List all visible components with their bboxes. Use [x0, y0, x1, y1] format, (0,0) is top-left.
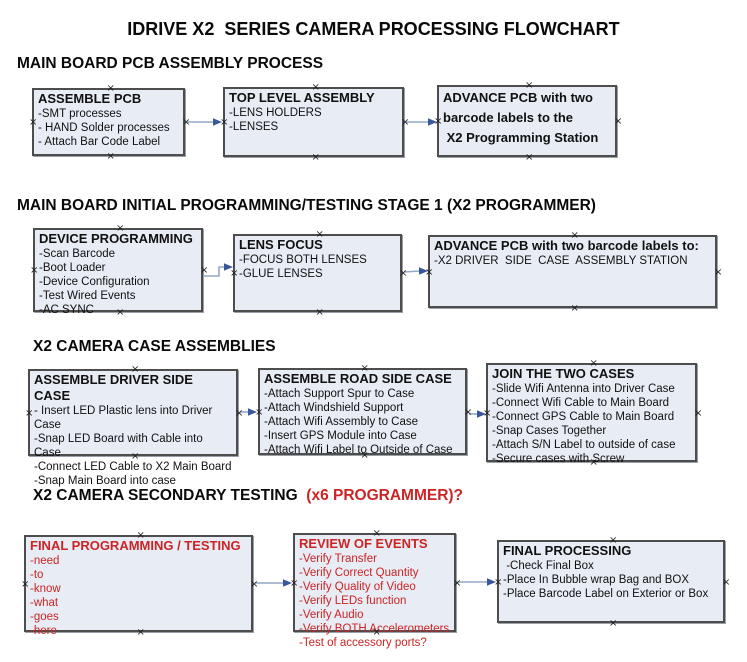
node-items: -SMT processes - HAND Solder processes -…	[38, 108, 170, 148]
selection-handle-icon[interactable]: ×	[614, 116, 623, 127]
connector-arrow-5[interactable]	[240, 408, 257, 416]
selection-handle-icon[interactable]: ×	[589, 457, 598, 468]
connector-arrow-3[interactable]	[204, 263, 233, 277]
node-items: -Verify Transfer -Verify Correct Quantit…	[299, 553, 450, 649]
selection-handle-icon[interactable]: ×	[399, 268, 408, 279]
selection-handle-icon[interactable]: ×	[311, 82, 320, 93]
selection-handle-icon[interactable]: ×	[230, 268, 239, 279]
node-items: -FOCUS BOTH LENSES -GLUE LENSES	[239, 254, 367, 280]
node-assemble-road-side-case[interactable]: ASSEMBLE ROAD SIDE CASE -Attach Support …	[255, 364, 472, 461]
section-header-red-note: (x6 PROGRAMMER)?	[306, 487, 464, 504]
selection-handle-icon[interactable]: ×	[116, 223, 125, 234]
selection-handle-icon[interactable]: ×	[570, 230, 579, 241]
selection-handle-icon[interactable]: ×	[722, 576, 731, 588]
selection-handle-icon[interactable]: ×	[570, 303, 579, 314]
selection-handle-icon[interactable]: ×	[106, 151, 115, 162]
selection-handle-icon[interactable]: ×	[311, 152, 320, 163]
node-assemble-pcb[interactable]: ASSEMBLE PCB -SMT processes - HAND Solde…	[29, 84, 190, 162]
selection-handle-icon[interactable]: ×	[372, 528, 381, 539]
node-join-the-two-cases[interactable]: JOIN THE TWO CASES -Slide Wifi Antenna i…	[483, 359, 702, 468]
node-title: ASSEMBLE PCB	[38, 91, 142, 106]
node-advance-pcb-driver-side-station[interactable]: ADVANCE PCB with two barcode labels to: …	[425, 231, 722, 314]
selection-handle-icon[interactable]: ×	[30, 265, 39, 276]
selection-handle-icon[interactable]: ×	[116, 307, 125, 318]
connector-arrow-2[interactable]	[406, 118, 437, 126]
selection-handle-icon[interactable]: ×	[525, 80, 534, 91]
selection-handle-icon[interactable]: ×	[220, 117, 229, 128]
node-final-processing[interactable]: FINAL PROCESSING -Check Final Box -Place…	[494, 536, 730, 629]
selection-handle-icon[interactable]: ×	[609, 618, 618, 629]
node-title: JOIN THE TWO CASES	[492, 366, 635, 381]
section-header-case-assemblies: X2 CAMERA CASE ASSEMBLIES	[33, 338, 276, 355]
selection-handle-icon[interactable]: ×	[360, 450, 369, 461]
selection-handle-icon[interactable]: ×	[315, 229, 324, 240]
section-header-secondary-testing: X2 CAMERA SECONDARY TESTING (x6 PROGRAMM…	[33, 487, 464, 504]
selection-handle-icon[interactable]: ×	[401, 117, 410, 128]
selection-handle-icon[interactable]: ×	[182, 117, 191, 128]
selection-handle-icon[interactable]: ×	[525, 152, 534, 163]
node-items: -Slide Wifi Antenna into Driver Case -Co…	[492, 383, 676, 465]
selection-handle-icon[interactable]: ×	[434, 116, 443, 127]
node-title: FINAL PROGRAMMING / TESTING	[30, 538, 241, 553]
selection-handle-icon[interactable]: ×	[250, 578, 259, 590]
connector-arrow-1[interactable]	[187, 118, 222, 126]
selection-handle-icon[interactable]: ×	[609, 535, 618, 546]
selection-handle-icon[interactable]: ×	[131, 364, 140, 375]
selection-handle-icon[interactable]: ×	[255, 406, 264, 418]
selection-handle-icon[interactable]: ×	[714, 266, 723, 278]
connector-arrow-8[interactable]	[457, 578, 496, 586]
selection-handle-icon[interactable]: ×	[483, 407, 492, 419]
node-advance-pcb-programming-station[interactable]: ADVANCE PCB with two barcode labels to t…	[434, 81, 622, 163]
connector-arrow-6[interactable]	[469, 410, 486, 418]
node-items: -X2 DRIVER SIDE CASE ASSEMBLY STATION	[434, 255, 688, 267]
node-final-programming-testing[interactable]: FINAL PROGRAMMING / TESTING -need -to -k…	[21, 531, 258, 638]
selection-handle-icon[interactable]: ×	[372, 627, 381, 638]
selection-handle-icon[interactable]: ×	[106, 83, 115, 94]
node-items: -LENS HOLDERS -LENSES	[229, 107, 322, 133]
selection-handle-icon[interactable]: ×	[464, 406, 473, 418]
selection-handle-icon[interactable]: ×	[131, 451, 140, 462]
page-title: IDRIVE X2 SERIES CAMERA PROCESSING FLOWC…	[127, 19, 620, 39]
node-items: -Scan Barcode -Boot Loader -Device Confi…	[39, 248, 150, 316]
node-items: ADVANCE PCB with two barcode labels to t…	[443, 90, 599, 145]
selection-handle-icon[interactable]: ×	[453, 577, 462, 589]
selection-handle-icon[interactable]: ×	[200, 265, 209, 276]
node-title: LENS FOCUS	[239, 237, 323, 252]
node-title: TOP LEVEL ASSEMBLY	[229, 90, 375, 105]
selection-handle-icon[interactable]: ×	[589, 358, 598, 369]
node-title: DEVICE PROGRAMMING	[39, 231, 193, 246]
node-title: FINAL PROCESSING	[503, 543, 632, 558]
node-lens-focus[interactable]: LENS FOCUS -FOCUS BOTH LENSES -GLUE LENS…	[230, 230, 407, 318]
selection-handle-icon[interactable]: ×	[136, 627, 145, 638]
connector-arrow-4[interactable]	[403, 267, 428, 275]
node-title: ADVANCE PCB with two barcode labels to:	[434, 238, 699, 253]
selection-handle-icon[interactable]: ×	[360, 363, 369, 374]
selection-handle-icon[interactable]: ×	[290, 577, 299, 589]
selection-handle-icon[interactable]: ×	[25, 407, 34, 419]
node-items: -need -to -know -what -goes -here	[30, 555, 61, 637]
selection-handle-icon[interactable]: ×	[494, 576, 503, 588]
selection-handle-icon[interactable]: ×	[235, 407, 244, 419]
connector-arrow-7[interactable]	[255, 579, 292, 587]
node-title: REVIEW OF EVENTS	[299, 536, 428, 551]
selection-handle-icon[interactable]: ×	[315, 307, 324, 318]
node-items: - Insert LED Plastic lens into Driver Ca…	[34, 405, 232, 487]
selection-handle-icon[interactable]: ×	[29, 117, 38, 128]
section-header-pcb-assembly: MAIN BOARD PCB ASSEMBLY PROCESS	[17, 55, 324, 72]
selection-handle-icon[interactable]: ×	[425, 266, 434, 278]
selection-handle-icon[interactable]: ×	[21, 578, 30, 590]
node-review-of-events[interactable]: REVIEW OF EVENTS -Verify Transfer -Verif…	[290, 529, 461, 650]
node-items: -Check Final Box -Place In Bubble wrap B…	[503, 560, 709, 600]
selection-handle-icon[interactable]: ×	[136, 530, 145, 541]
node-device-programming[interactable]: DEVICE PROGRAMMING -Scan Barcode -Boot L…	[30, 224, 208, 318]
section-header-initial-programming: MAIN BOARD INITIAL PROGRAMMING/TESTING S…	[17, 197, 596, 214]
node-title: ASSEMBLE ROAD SIDE CASE	[264, 371, 452, 386]
node-items: -Attach Support Spur to Case -Attach Win…	[264, 388, 453, 456]
selection-handle-icon[interactable]: ×	[694, 407, 703, 419]
node-assemble-driver-side-case[interactable]: ASSEMBLE DRIVER SIDE CASE - Insert LED P…	[25, 365, 243, 488]
node-title: ASSEMBLE DRIVER SIDE CASE	[34, 372, 197, 403]
node-top-level-assembly[interactable]: TOP LEVEL ASSEMBLY -LENS HOLDERS -LENSES…	[220, 83, 409, 163]
